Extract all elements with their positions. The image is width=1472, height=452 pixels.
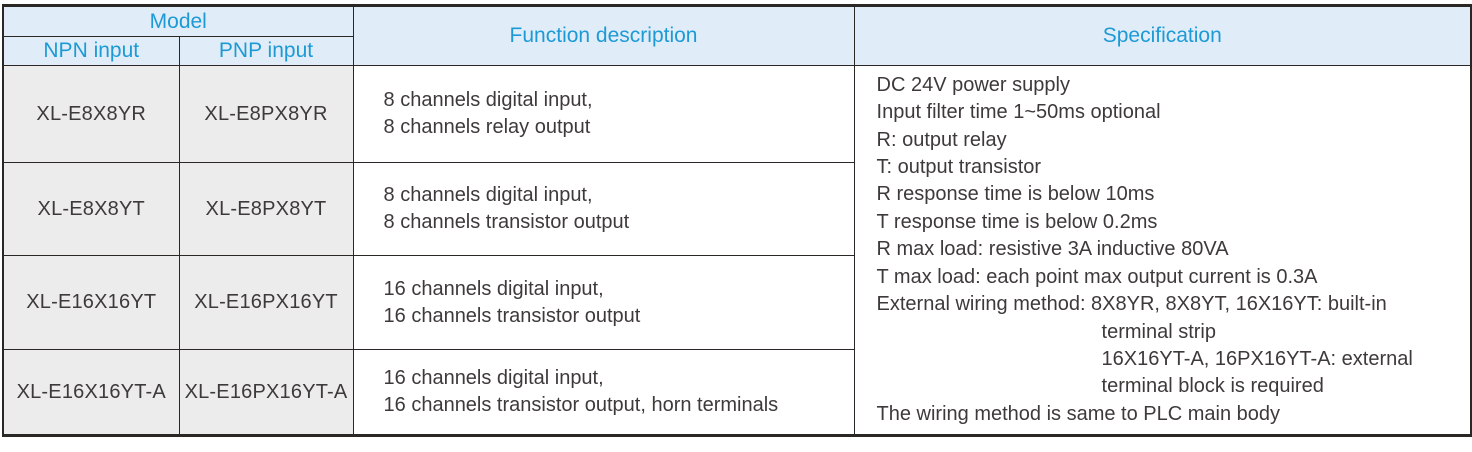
header-row-model: Model Function description Specification bbox=[2, 5, 1472, 66]
npn-model-cell: XL-E16X16YT-A bbox=[2, 349, 180, 436]
spec-line: DC 24V power supply bbox=[876, 73, 1070, 96]
header-row-inputs: NPN input PNP input bbox=[2, 36, 1471, 66]
function-line: 16 channels digital input, bbox=[383, 277, 604, 300]
spec-line: R response time is below 10ms bbox=[876, 183, 1155, 206]
table-row: XL-E8X8YT XL-E8PX8YT 8 channels digital … bbox=[2, 162, 1471, 256]
npn-model-cell: XL-E8X8YR bbox=[2, 65, 180, 163]
npn-model-cell: XL-E8X8YT bbox=[2, 162, 180, 256]
function-line: 8 channels relay output bbox=[383, 116, 591, 138]
pnp-model-cell: XL-E16PX16YT-A bbox=[178, 349, 354, 436]
function-line: 16 channels transistor output, horn term… bbox=[383, 394, 779, 416]
function-line: 16 channels digital input, bbox=[383, 367, 604, 389]
spec-line: 16X16YT-A, 16PX16YT-A: external bbox=[1101, 347, 1413, 370]
specification-cell: DC 24V power supply Input filter time 1~… bbox=[853, 65, 1472, 436]
header-npn-input: NPN input bbox=[2, 36, 180, 66]
spec-line: The wiring method is same to PLC main bo… bbox=[876, 402, 1281, 425]
spec-line: R max load: resistive 3A inductive 80VA bbox=[876, 238, 1229, 261]
spec-line: External wiring method: 8X8YR, 8X8YT, 16… bbox=[876, 293, 1387, 316]
spec-line: T: output transistor bbox=[876, 156, 1042, 179]
header-function-description: Function description bbox=[352, 5, 855, 66]
function-line: 16 channels transistor output bbox=[383, 304, 641, 327]
function-cell: 16 channels digital input, 16 channels t… bbox=[352, 255, 855, 350]
header-pnp-input: PNP input bbox=[178, 36, 354, 66]
spec-line: T max load: each point max output curren… bbox=[876, 265, 1318, 288]
pnp-model-cell: XL-E16PX16YT bbox=[178, 255, 354, 350]
table-row: XL-E16X16YT XL-E16PX16YT 16 channels dig… bbox=[2, 255, 1471, 350]
function-cell: 16 channels digital input, 16 channels t… bbox=[352, 349, 855, 436]
spec-line: R: output relay bbox=[876, 128, 1007, 151]
function-line: 8 channels transistor output bbox=[383, 211, 630, 233]
npn-model-cell: XL-E16X16YT bbox=[2, 255, 180, 350]
header-model: Model bbox=[2, 5, 354, 37]
spec-line: Input filter time 1~50ms optional bbox=[876, 101, 1161, 124]
pnp-model-cell: XL-E8PX8YT bbox=[178, 162, 354, 256]
function-cell: 8 channels digital input, 8 channels tra… bbox=[352, 162, 855, 256]
spec-line: terminal block is required bbox=[1101, 375, 1324, 398]
pnp-model-cell: XL-E8PX8YR bbox=[178, 65, 354, 163]
spec-line: terminal strip bbox=[1101, 320, 1216, 343]
function-line: 8 channels digital input, bbox=[383, 184, 593, 206]
table-row: XL-E8X8YR XL-E8PX8YR 8 channels digital … bbox=[2, 65, 1472, 436]
product-spec-table: Model Function description Specification… bbox=[2, 4, 1472, 437]
spec-line: T response time is below 0.2ms bbox=[876, 210, 1158, 233]
header-specification: Specification bbox=[853, 5, 1472, 66]
table-row: XL-E16X16YT-A XL-E16PX16YT-A 16 channels… bbox=[2, 349, 1471, 436]
function-cell: 8 channels digital input, 8 channels rel… bbox=[352, 65, 855, 163]
function-line: 8 channels digital input, bbox=[383, 89, 593, 111]
